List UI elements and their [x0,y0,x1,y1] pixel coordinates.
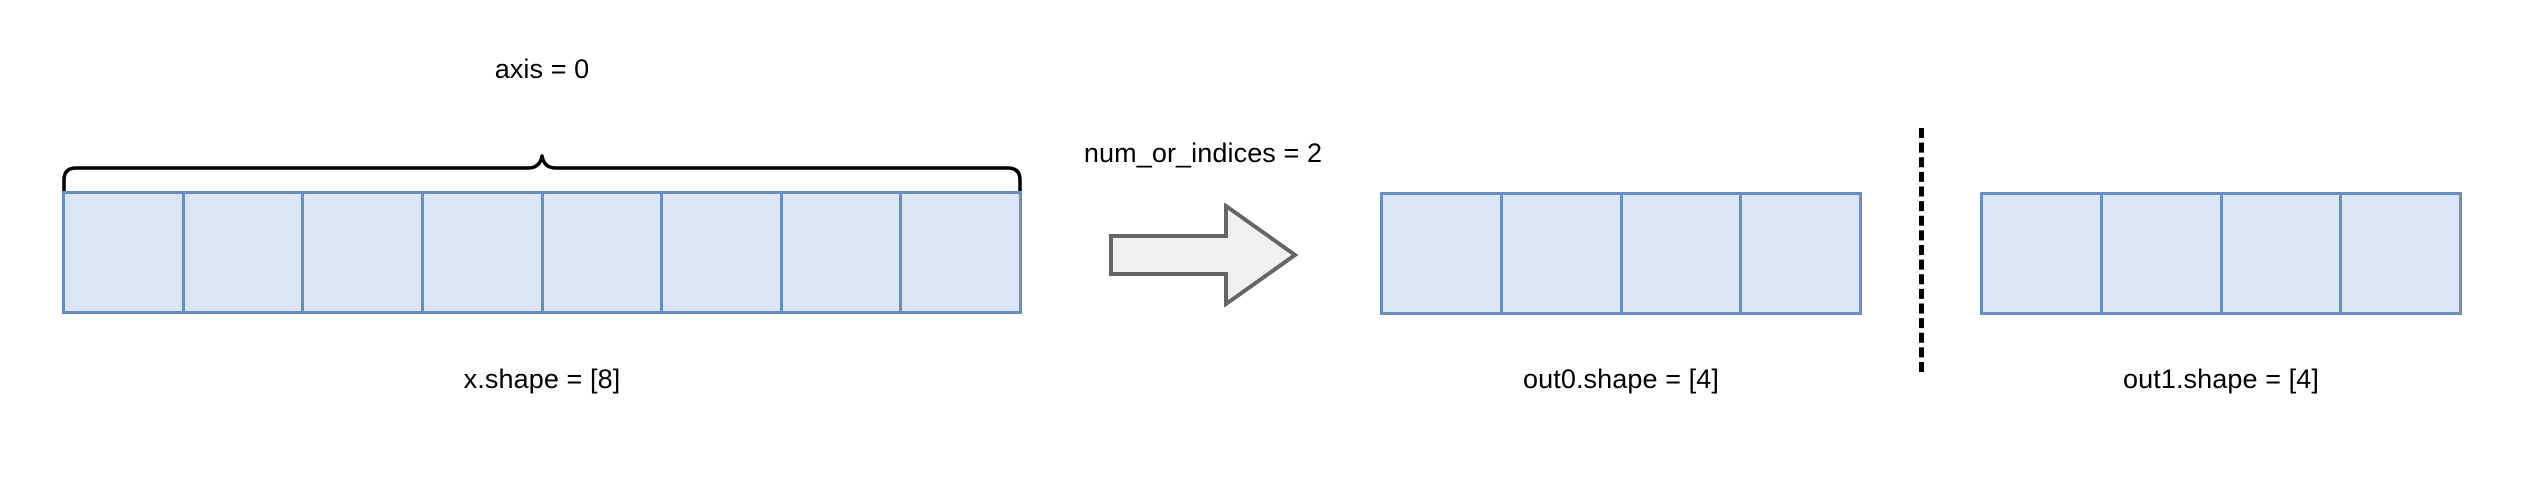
output-array-out1-cell [1983,195,2103,312]
input-array-cell [543,194,664,311]
output-array-out1-cell [2102,195,2223,312]
axis-label: axis = 0 [494,54,590,84]
input-array-cell [304,194,424,311]
output-array-out0-cell [1622,195,1743,312]
operation-label: num_or_indices = 2 [1083,138,1323,168]
output-shape-label-out0: out0.shape = [4] [1522,364,1720,394]
right-block-arrow-icon [1108,203,1298,307]
output-array-out1-cell [2222,195,2343,312]
input-array-cell [782,194,903,311]
input-shape-label: x.shape = [8] [463,364,621,394]
vertical-dashed-divider-icon [1919,128,1924,372]
input-array-cell [184,194,305,311]
input-array-cell [65,194,185,311]
input-array [62,191,1022,314]
input-array-cell [902,194,1019,311]
output-array-out0 [1380,192,1862,315]
output-array-out0-cell [1502,195,1623,312]
input-array-cell [423,194,544,311]
curly-brace-icon [62,154,1022,194]
output-shape-label-out1: out1.shape = [4] [2122,364,2320,394]
input-array-cell [663,194,783,311]
output-array-out1 [1980,192,2462,315]
output-array-out0-cell [1742,195,1859,312]
output-array-out1-cell [2342,195,2459,312]
output-array-out0-cell [1383,195,1503,312]
